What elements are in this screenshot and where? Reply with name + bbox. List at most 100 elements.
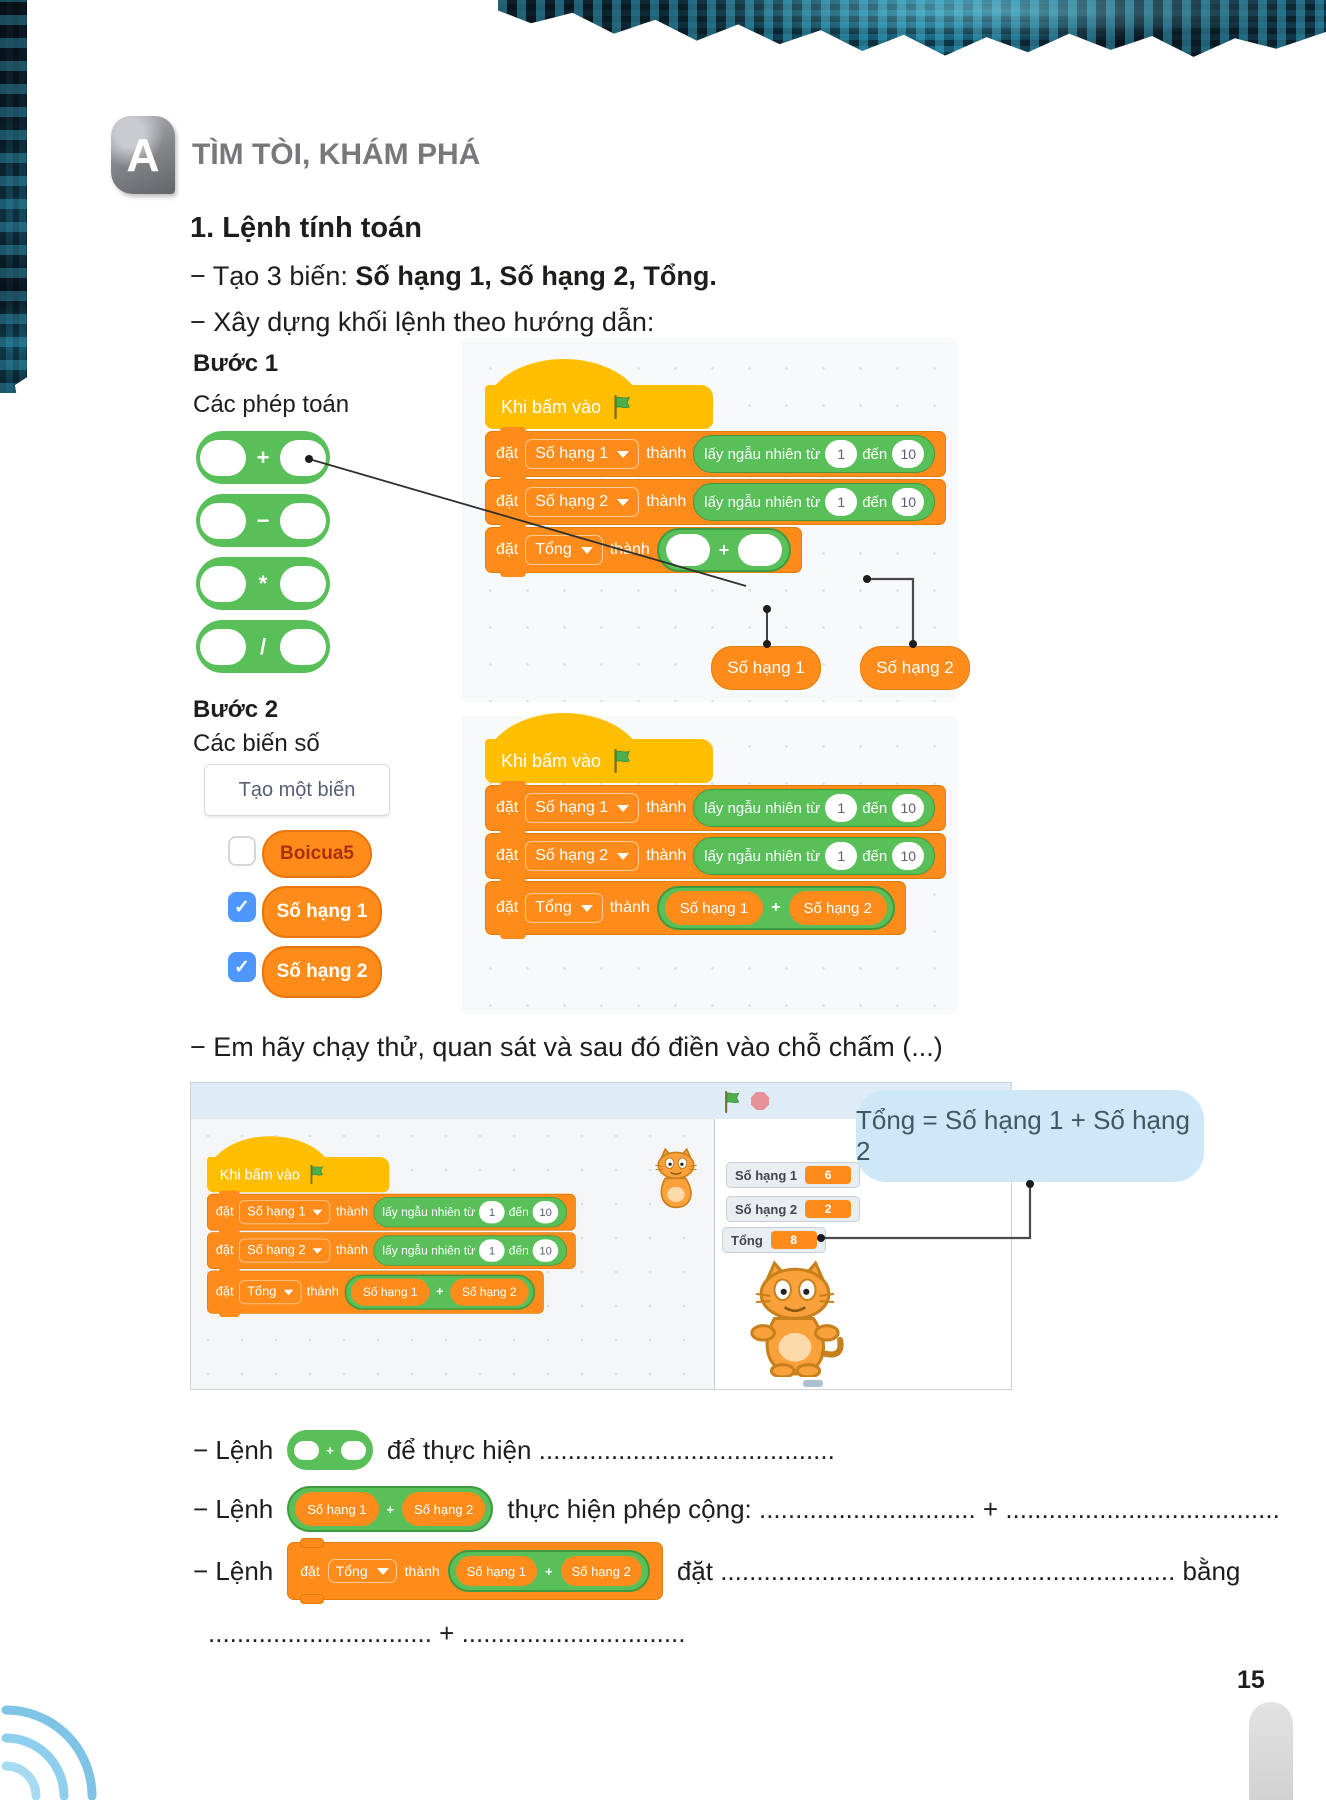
variable-checkbox-var2[interactable]: ✓	[228, 952, 256, 982]
to-label: thành	[306, 1285, 339, 1299]
num-input[interactable]: 10	[892, 794, 925, 822]
operand-slot[interactable]	[200, 502, 246, 539]
num-input[interactable]: 1	[479, 1239, 505, 1262]
when-flag-clicked-hat[interactable]: Khi bấm vào	[485, 713, 713, 783]
num-input[interactable]: 1	[479, 1201, 505, 1224]
set-sum-plus-block[interactable]: đặt Tổng thành Số hạng 1 + Số hạng 2	[485, 877, 906, 939]
num-input[interactable]: 10	[892, 488, 925, 516]
plus-operator-filled[interactable]: Số hạng 1 + Số hạng 2	[656, 886, 895, 930]
set-var2-random-block[interactable]: đặt Số hạng 2 thành lấy ngẫu nhiên từ 1 …	[485, 475, 947, 525]
exercise-line-3: − Lệnh đặt Tổng thành Số hạng 1 + Số hạn…	[193, 1538, 1240, 1604]
wifi-decoration	[1, 1705, 97, 1800]
variable-dropdown[interactable]: Số hạng 2	[525, 841, 640, 871]
variable-monitor-var2[interactable]: Số hạng 2 2	[726, 1196, 861, 1222]
set-var1-random-block[interactable]: đặt Số hạng 1 thành lấy ngẫu nhiên từ 1 …	[207, 1190, 576, 1231]
page-edge-tab	[1249, 1702, 1293, 1800]
num-input[interactable]: 1	[825, 794, 858, 822]
variable-dropdown[interactable]: Tổng	[525, 535, 603, 565]
random-block[interactable]: lấy ngẫu nhiên từ 1 đến 10	[373, 1197, 568, 1228]
plus-operator-filled[interactable]: Số hạng 1 + Số hạng 2	[344, 1274, 535, 1310]
variable-checkbox-var1[interactable]: ✓	[228, 892, 256, 922]
num-input[interactable]: 10	[892, 440, 925, 468]
operand-slot[interactable]	[280, 565, 326, 602]
when-flag-clicked-hat[interactable]: Khi bấm vào	[485, 359, 713, 429]
variable-pill-var2[interactable]: Số hạng 2	[449, 1278, 529, 1306]
random-block[interactable]: lấy ngẫu nhiên từ 1 đến 10	[373, 1235, 568, 1266]
random-label: lấy ngẫu nhiên từ	[382, 1205, 476, 1219]
num-input[interactable]: 10	[532, 1239, 559, 1262]
set-sum-plus-block[interactable]: đặt Tổng thành Số hạng 1 + Số hạng 2	[207, 1267, 544, 1318]
plus-operator-label: +	[386, 1501, 395, 1517]
operand-slot[interactable]	[280, 439, 326, 476]
random-block[interactable]: lấy ngẫu nhiên từ 1 đến 10	[693, 483, 936, 521]
random-block[interactable]: lấy ngẫu nhiên từ 1 đến 10	[693, 837, 936, 875]
set-var2-random-block[interactable]: đặt Số hạng 2 thành lấy ngẫu nhiên từ 1 …	[207, 1228, 576, 1269]
script-2[interactable]: Khi bấm vào đặt Số hạng 1 thành lấy ngẫu…	[485, 713, 947, 939]
lesson-heading: 1. Lệnh tính toán	[190, 212, 422, 244]
create-variable-button[interactable]: Tạo một biến	[204, 764, 390, 816]
set-label: đặt	[496, 541, 519, 558]
set-var1-random-block[interactable]: đặt Số hạng 1 thành lấy ngẫu nhiên từ 1 …	[485, 427, 947, 477]
variable-dropdown[interactable]: Số hạng 1	[525, 439, 640, 469]
intro-line-1-bold: Số hạng 1, Số hạng 2, Tổng.	[355, 261, 717, 291]
operand-slot[interactable]	[200, 565, 246, 602]
variable-monitor-var1[interactable]: Số hạng 1 6	[726, 1162, 861, 1188]
cat-sprite[interactable]	[743, 1259, 847, 1377]
monitor-label: Số hạng 1	[735, 1167, 798, 1183]
variable-dropdown[interactable]: Số hạng 1	[239, 1200, 331, 1225]
variable-monitor-sum[interactable]: Tổng 8	[722, 1227, 826, 1253]
set-var2-random-block[interactable]: đặt Số hạng 2 thành lấy ngẫu nhiên từ 1 …	[485, 829, 947, 879]
variable-dropdown[interactable]: Tổng	[239, 1280, 302, 1305]
variable-dropdown[interactable]: Số hạng 2	[239, 1238, 331, 1263]
operator-block-divide[interactable]: /	[196, 620, 330, 673]
left-edge-decoration	[0, 0, 27, 393]
operator-block-plus[interactable]: +	[196, 431, 330, 484]
variable-pill-var1[interactable]: Số hạng 1	[664, 891, 764, 925]
operand-slot[interactable]	[280, 502, 326, 539]
operand-slot[interactable]	[280, 628, 326, 665]
variable-pill-var1[interactable]: Số hạng 1	[711, 646, 821, 690]
variable-pill-var1: Số hạng 1	[295, 1492, 379, 1526]
operand-slot[interactable]	[200, 628, 246, 665]
set-label: đặt	[496, 847, 519, 864]
check-icon: ✓	[234, 956, 250, 978]
palette-variable-pill-var2[interactable]: Số hạng 2	[262, 946, 382, 998]
dropdown-caret-icon	[617, 498, 630, 506]
set-sum-empty-plus-block[interactable]: đặt Tổng thành +	[485, 523, 803, 577]
set-var1-random-block[interactable]: đặt Số hạng 1 thành lấy ngẫu nhiên từ 1 …	[485, 781, 947, 831]
variable-checkbox-boicua5[interactable]	[228, 836, 256, 866]
palette-variable-pill-var1[interactable]: Số hạng 1	[262, 886, 382, 938]
random-block[interactable]: lấy ngẫu nhiên từ 1 đến 10	[693, 435, 936, 473]
scrollbar-thumb[interactable]	[803, 1380, 823, 1387]
variable-dropdown[interactable]: Tổng	[525, 893, 603, 923]
stop-button[interactable]	[751, 1092, 769, 1110]
script-1[interactable]: Khi bấm vào đặt Số hạng 1 thành lấy ngẫu…	[485, 359, 947, 577]
mini-script[interactable]: Khi bấm vào đặt Số hạng 1 thành lấy ngẫu…	[207, 1136, 576, 1318]
variable-pill-var2[interactable]: Số hạng 2	[788, 891, 887, 925]
operator-block-multiply[interactable]: *	[196, 557, 330, 610]
num-input[interactable]: 1	[825, 488, 858, 516]
exercise-lenh-label: − Lệnh	[193, 1555, 274, 1586]
variable-dropdown: Tổng	[327, 1559, 397, 1583]
variable-dropdown[interactable]: Số hạng 1	[525, 793, 640, 823]
operand-slot[interactable]	[665, 534, 710, 566]
dropdown-value: Số hạng 2	[535, 493, 609, 510]
random-block[interactable]: lấy ngẫu nhiên từ 1 đến 10	[693, 789, 936, 827]
num-input[interactable]: 10	[892, 842, 925, 870]
operand-slot	[294, 1440, 320, 1460]
variable-pill-var2[interactable]: Số hạng 2	[860, 646, 970, 690]
plus-operator-empty[interactable]: +	[656, 528, 792, 572]
when-flag-clicked-hat[interactable]: Khi bấm vào	[207, 1136, 390, 1193]
variable-dropdown[interactable]: Số hạng 2	[525, 487, 640, 517]
num-input[interactable]: 1	[825, 440, 858, 468]
plus-operator-label: +	[256, 444, 270, 470]
num-input[interactable]: 10	[532, 1201, 559, 1224]
hat-label: Khi bấm vào	[219, 1166, 300, 1183]
palette-variable-pill-boicua5[interactable]: Boicua5	[262, 830, 372, 878]
variable-pill-var1[interactable]: Số hạng 1	[350, 1278, 430, 1306]
operator-block-minus[interactable]: −	[196, 494, 330, 547]
operand-slot[interactable]	[200, 439, 246, 476]
num-input[interactable]: 1	[825, 842, 858, 870]
green-flag-button[interactable]	[722, 1091, 742, 1113]
operand-slot[interactable]	[738, 534, 783, 566]
